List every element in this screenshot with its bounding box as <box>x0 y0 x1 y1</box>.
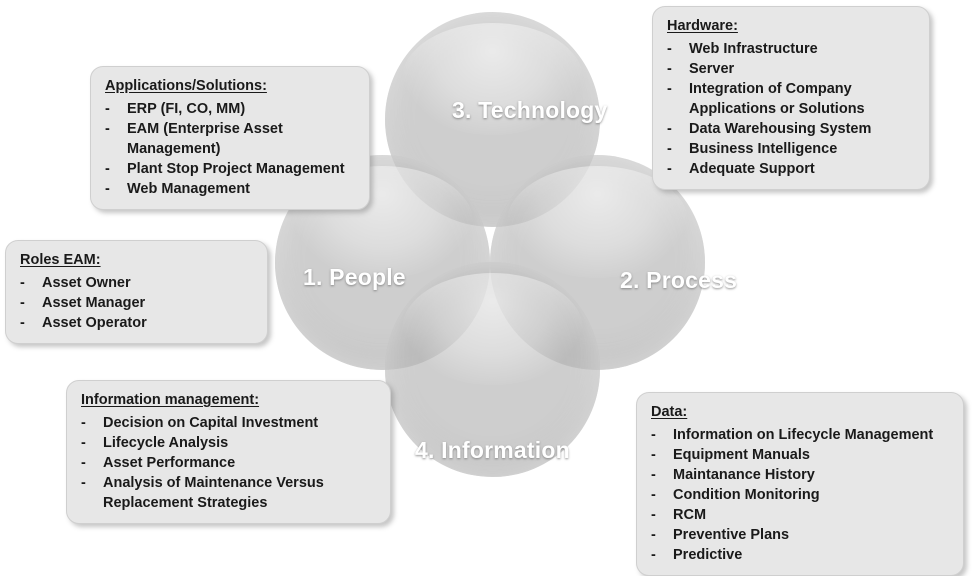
callout-list-item-label: ERP (FI, CO, MM) <box>127 100 246 117</box>
callout-list-applications: -ERP (FI, CO, MM)-EAM (Enterprise Asset-… <box>105 99 355 199</box>
callout-box-information-management[interactable]: Information management: -Decision on Cap… <box>66 380 391 524</box>
callout-list-item-label: Web Infrastructure <box>689 40 818 57</box>
bullet-dash-icon: - <box>81 434 86 451</box>
callout-list-item: -Asset Performance <box>81 453 376 473</box>
callout-list-item-label: Plant Stop Project Management <box>127 160 345 177</box>
callout-list-item: -Data Warehousing System <box>667 119 915 139</box>
bullet-dash-icon: - <box>651 546 656 563</box>
callout-list-item-label: Asset Owner <box>42 274 131 291</box>
callout-list-item: -Web Infrastructure <box>667 39 915 59</box>
callout-list-item: -Analysis of Maintenance Versus <box>81 473 376 493</box>
callout-list-item-label: Management) <box>127 140 221 157</box>
bullet-dash-icon: - <box>105 120 110 137</box>
callout-list-data: -Information on Lifecycle Management-Equ… <box>651 425 949 565</box>
callout-list-hardware: -Web Infrastructure-Server-Integration o… <box>667 39 915 179</box>
callout-list-item: -Asset Owner <box>20 273 253 293</box>
callout-list-roles-eam: -Asset Owner-Asset Manager-Asset Operato… <box>20 273 253 333</box>
callout-title-information-management: Information management: <box>81 392 260 408</box>
callout-box-applications[interactable]: Applications/Solutions: -ERP (FI, CO, MM… <box>90 66 370 210</box>
bullet-dash-icon: - <box>651 466 656 483</box>
bullet-dash-icon: - <box>20 314 25 331</box>
callout-title-hardware: Hardware: <box>667 18 738 34</box>
bullet-dash-icon: - <box>667 140 672 157</box>
callout-list-item: -Preventive Plans <box>651 525 949 545</box>
callout-title-roles-eam: Roles EAM: <box>20 252 101 268</box>
callout-list-item-label: Business Intelligence <box>689 140 838 157</box>
callout-list-item: -Web Management <box>105 179 355 199</box>
bullet-dash-icon: - <box>667 120 672 137</box>
callout-list-item-label: Asset Performance <box>103 454 236 471</box>
callout-list-item-label: Adequate Support <box>689 160 815 177</box>
callout-box-hardware[interactable]: Hardware: -Web Infrastructure-Server-Int… <box>652 6 930 190</box>
bullet-dash-icon: - <box>651 426 656 443</box>
bullet-dash-icon: - <box>20 294 25 311</box>
callout-list-item-label: Web Management <box>127 180 251 197</box>
callout-list-item: -Management) <box>105 139 355 159</box>
bullet-dash-icon: - <box>651 506 656 523</box>
callout-list-item-label: Data Warehousing System <box>689 120 872 137</box>
callout-list-item-label: Integration of Company <box>689 80 852 97</box>
callout-list-item: -Server <box>667 59 915 79</box>
bullet-dash-icon: - <box>105 180 110 197</box>
callout-list-item-label: Replacement Strategies <box>103 494 268 511</box>
callout-list-item: -Asset Manager <box>20 293 253 313</box>
callout-list-item-label: Asset Operator <box>42 314 147 331</box>
bullet-dash-icon: - <box>105 100 110 117</box>
callout-list-item-label: Preventive Plans <box>673 526 790 543</box>
callout-list-item-label: Condition Monitoring <box>673 486 820 503</box>
bullet-dash-icon: - <box>651 486 656 503</box>
bullet-dash-icon: - <box>667 80 672 97</box>
bullet-dash-icon: - <box>667 160 672 177</box>
callout-list-item: -Equipment Manuals <box>651 445 949 465</box>
callout-title-applications: Applications/Solutions: <box>105 78 267 94</box>
callout-list-item-label: EAM (Enterprise Asset <box>127 120 283 137</box>
callout-list-item: -Plant Stop Project Management <box>105 159 355 179</box>
bullet-dash-icon: - <box>81 454 86 471</box>
callout-list-item: -Information on Lifecycle Management <box>651 425 949 445</box>
callout-list-item: -Condition Monitoring <box>651 485 949 505</box>
callout-list-item-label: Decision on Capital Investment <box>103 414 319 431</box>
bullet-dash-icon: - <box>105 160 110 177</box>
callout-list-item-label: Applications or Solutions <box>689 100 865 117</box>
callout-box-roles-eam[interactable]: Roles EAM: -Asset Owner-Asset Manager-As… <box>5 240 268 344</box>
callout-list-item: -Replacement Strategies <box>81 493 376 513</box>
callout-list-item: -Business Intelligence <box>667 139 915 159</box>
callout-list-item: -Decision on Capital Investment <box>81 413 376 433</box>
callout-list-item: -RCM <box>651 505 949 525</box>
bullet-dash-icon: - <box>667 40 672 57</box>
callout-title-data: Data: <box>651 404 688 420</box>
callout-list-item-label: RCM <box>673 506 707 523</box>
bullet-dash-icon: - <box>81 474 86 491</box>
callout-list-item-label: Lifecycle Analysis <box>103 434 229 451</box>
callout-list-item-label: Predictive <box>673 546 743 563</box>
callout-box-data[interactable]: Data: -Information on Lifecycle Manageme… <box>636 392 964 576</box>
callout-list-item: -Adequate Support <box>667 159 915 179</box>
callout-list-item-label: Equipment Manuals <box>673 446 810 463</box>
callout-list-item: -Predictive <box>651 545 949 565</box>
callout-list-item: -Applications or Solutions <box>667 99 915 119</box>
diagram-canvas: 3. Technology 1. People 2. Process 4. In… <box>5 6 964 576</box>
callout-list-item-label: Server <box>689 60 735 77</box>
bullet-dash-icon: - <box>667 60 672 77</box>
callout-list-item: -Asset Operator <box>20 313 253 333</box>
callout-list-item-label: Maintanance History <box>673 466 815 483</box>
callout-list-information-management: -Decision on Capital Investment-Lifecycl… <box>81 413 376 513</box>
bullet-dash-icon: - <box>651 526 656 543</box>
callout-list-item-label: Analysis of Maintenance Versus <box>103 474 324 491</box>
callout-list-item: -Maintanance History <box>651 465 949 485</box>
venn-diagram: 3. Technology 1. People 2. Process 4. In… <box>275 12 737 532</box>
bullet-dash-icon: - <box>81 414 86 431</box>
callout-list-item: -ERP (FI, CO, MM) <box>105 99 355 119</box>
callout-list-item: -EAM (Enterprise Asset <box>105 119 355 139</box>
venn-circle-information[interactable] <box>385 262 600 477</box>
bullet-dash-icon: - <box>651 446 656 463</box>
callout-list-item-label: Asset Manager <box>42 294 146 311</box>
callout-list-item-label: Information on Lifecycle Management <box>673 426 934 443</box>
bullet-dash-icon: - <box>20 274 25 291</box>
callout-list-item: -Lifecycle Analysis <box>81 433 376 453</box>
callout-list-item: -Integration of Company <box>667 79 915 99</box>
